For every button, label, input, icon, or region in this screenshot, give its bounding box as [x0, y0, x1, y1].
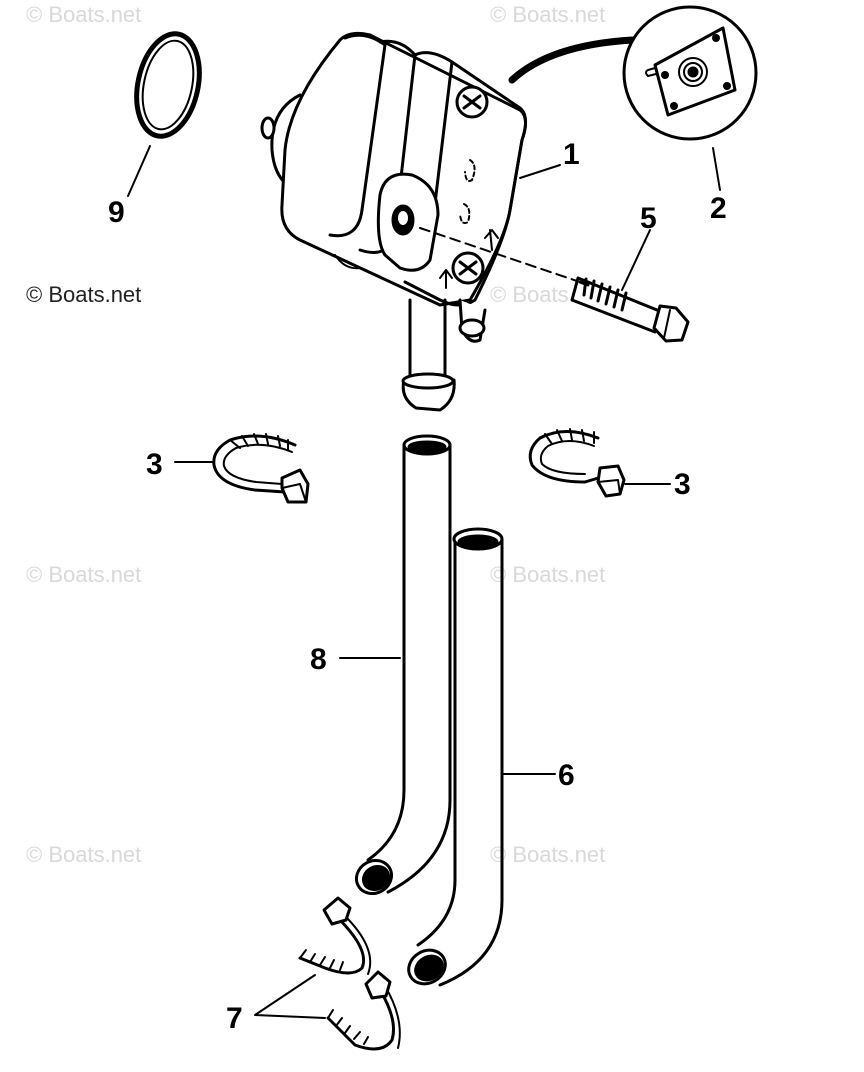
- hose-part-6: [407, 527, 504, 987]
- o-ring-part-9: [134, 31, 202, 139]
- leader-lines: [127, 145, 721, 1019]
- clamp-part-3-left: [212, 433, 310, 504]
- clamp-part-3-right: [528, 428, 626, 498]
- callout-8: 8: [310, 643, 327, 676]
- watermark-top-left: © Boats.net: [26, 2, 142, 27]
- callout-3-right: 3: [674, 468, 691, 501]
- callout-5: 5: [640, 202, 657, 235]
- watermark-left-center: © Boats.net: [26, 562, 142, 587]
- callout-9: 9: [108, 196, 125, 229]
- callout-7: 7: [226, 1002, 243, 1035]
- watermark-left-lower: © Boats.net: [26, 842, 142, 867]
- watermark-right-lower: © Boats.net: [490, 842, 606, 867]
- hose-part-8: [354, 434, 452, 896]
- callout-2: 2: [710, 192, 727, 225]
- watermark-top-right: © Boats.net: [490, 2, 606, 27]
- diaphragm-detail-part-2: [508, 5, 758, 141]
- callout-6: 6: [558, 759, 575, 792]
- watermark-left-middle: © Boats.net: [26, 282, 142, 307]
- bolt-part-5: [419, 227, 690, 343]
- tie-straps-part-7: [298, 896, 401, 1051]
- fuel-pump-part-1: [260, 31, 527, 412]
- watermark-right-center: © Boats.net: [490, 562, 606, 587]
- callout-3-left: 3: [146, 448, 163, 481]
- callout-1: 1: [563, 138, 580, 171]
